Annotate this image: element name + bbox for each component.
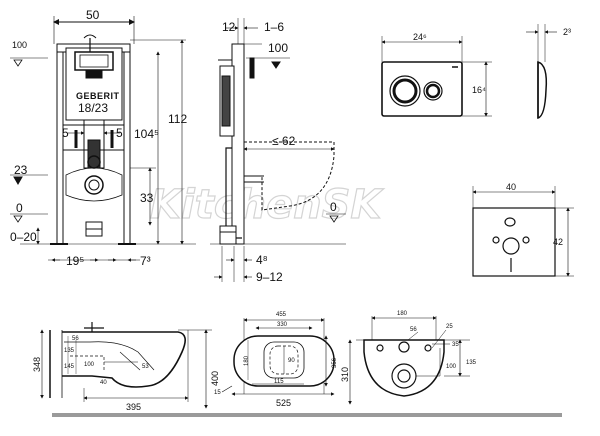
offset-left-label: 5: [62, 126, 69, 140]
frame-level-100-label: 100: [12, 40, 27, 50]
wc-back-labels: 180 56 25 35 100 135 310: [340, 311, 477, 382]
wc-inner-b-label: 135: [64, 348, 75, 354]
wc-back-hole-label: 56: [410, 327, 417, 333]
frame-height-total-label: 112: [168, 112, 187, 126]
wc-back-inlet-label: 135: [466, 360, 477, 366]
wc-top-length-label: 525: [276, 398, 291, 408]
frame-width-label: 50: [86, 8, 100, 22]
frame-front-view: [10, 16, 196, 262]
side-depth-a-label: 4⁸: [256, 253, 268, 267]
watermark-text: KitchenSK: [150, 182, 384, 228]
plate-width-label: 24⁶: [413, 32, 427, 42]
wc-side-labels: 348 395 400 56 135 145 100 53 40: [32, 336, 220, 412]
offset-right-label: 5: [116, 126, 123, 140]
side-ref-level-label: 100: [268, 41, 288, 55]
flush-plate-view: [381, 24, 557, 119]
spacing-left-label: 19⁵: [66, 254, 84, 268]
frame-side-labels: 12 1–6 100 ≤ 62 0 4⁸ 9–12: [222, 20, 337, 284]
wc-back-offset-label: 35: [452, 342, 459, 348]
wall-plate-view: [472, 186, 574, 277]
wc-top-width-outer-label: 455: [276, 312, 287, 318]
wall-plate-labels: 40 42: [506, 182, 563, 247]
wc-top-inner-a-label: 180: [244, 355, 250, 366]
wc-inner-f-label: 40: [100, 380, 107, 386]
frame-height-mount-label: 104⁵: [134, 127, 159, 141]
frame-front-labels: 50 100 GEBERIT 18/23 112 104⁵ 5 5 23 33 …: [10, 8, 187, 268]
spacing-right-label: 7³: [140, 254, 151, 268]
flush-volume-label: 18/23: [78, 101, 108, 115]
wc-inner-c-label: 145: [64, 364, 75, 370]
frame-side-view: [210, 18, 346, 282]
wc-inner-d-label: 100: [84, 362, 95, 368]
floor-line: [52, 413, 562, 417]
side-top-a-label: 12: [222, 20, 236, 34]
wall-plate-width-label: 40: [506, 182, 516, 192]
side-projection-label: ≤ 62: [272, 134, 296, 148]
wc-inner-e-label: 53: [142, 364, 149, 370]
wc-top-view: [221, 318, 335, 396]
wc-height-total-label: 348: [32, 357, 42, 372]
brand-label: GEBERIT: [76, 91, 120, 101]
wc-back-height-label: 310: [340, 367, 350, 382]
floor-range-label: 0–20: [10, 230, 37, 244]
wc-top-labels: 455 330 525 356 180 90 115 15: [214, 312, 338, 408]
wc-top-width-inner-label: 330: [277, 322, 288, 328]
wc-top-inner-c-label: 115: [274, 379, 284, 385]
flush-plate-labels: 24⁶ 16⁴ 2³: [413, 27, 571, 95]
wc-mount-height-label: 400: [210, 371, 220, 386]
plate-height-label: 16⁴: [472, 85, 486, 95]
floor-level-label: 0: [16, 201, 23, 215]
wc-top-depth-label: 356: [332, 357, 338, 368]
wc-back-radius-label: 25: [446, 324, 453, 330]
wc-back-spacing-label: 180: [397, 311, 408, 317]
wc-inner-a-label: 56: [72, 336, 79, 342]
side-floor-level-label: 0: [330, 200, 337, 214]
side-top-b-label: 1–6: [264, 20, 284, 34]
wc-top-inner-b-label: 90: [288, 358, 295, 364]
plate-thickness-label: 2³: [563, 27, 571, 37]
wall-plate-height-label: 42: [553, 237, 563, 247]
drain-height-label: 33: [140, 191, 154, 205]
wc-back-view: [348, 316, 470, 405]
wc-back-drop-label: 100: [446, 364, 457, 370]
wc-side-view: [40, 322, 212, 409]
wc-top-corner-label: 15: [214, 390, 221, 396]
side-depth-b-label: 9–12: [256, 270, 283, 284]
wc-length-label: 395: [126, 402, 141, 412]
outlet-height-label: 23: [14, 163, 28, 177]
